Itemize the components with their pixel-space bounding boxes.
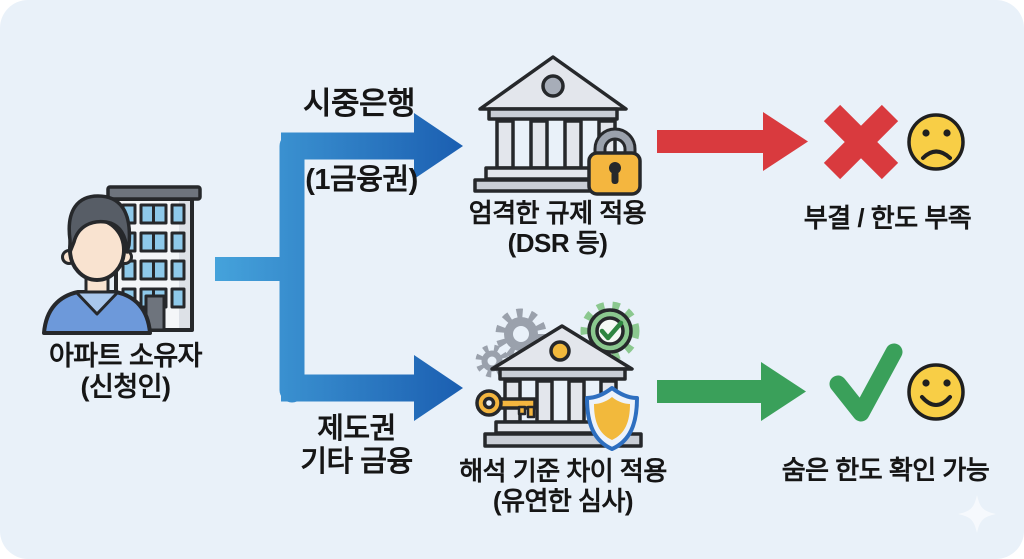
bottom-branch-label-line2: 기타 금융 [300,446,413,479]
applicant-caption-line2: (신청인) [80,371,171,402]
applicant-caption-line1: 아파트 소유자 [48,341,203,371]
sparkle-icon [958,495,996,533]
strict-bank-caption-line2: (DSR 등) [507,227,608,258]
flexible-bank-caption-line1: 해석 기준 차이 적용 [459,456,667,486]
happy-face-icon [907,363,965,421]
bank-with-gears-key-shield-icon [475,301,643,451]
sad-face-icon [907,113,965,171]
bottom-branch-label-line1: 제도권 [317,413,396,445]
check-mark-icon [829,343,903,422]
top-branch-label: 시중은행 [302,86,416,121]
flexible-bank-caption-line2: (유연한 심사) [492,485,634,516]
strict-bank-caption: 엄격한 규제 적용 (DSR 등) [450,198,665,258]
top-branch-sublabel: (1금융권) [305,164,418,196]
approve-arrow-icon [657,362,806,421]
applicant-caption: 아파트 소유자 (신청인) [33,341,218,403]
bottom-branch-label: 제도권 기타 금융 [274,413,439,479]
flow-branch-arrows-icon [215,113,463,421]
flexible-bank-caption: 해석 기준 차이 적용 (유연한 심사) [443,456,683,516]
approve-result-caption: 숨은 한도 확인 가능 [781,455,990,485]
strict-bank-caption-line1: 엄격한 규제 적용 [468,198,647,228]
reject-result-caption: 부결 / 한도 부족 [803,203,972,233]
person-with-building-icon [42,185,202,335]
x-mark-icon [823,104,899,180]
bank-with-lock-icon [473,55,642,196]
reject-arrow-icon [657,112,808,171]
